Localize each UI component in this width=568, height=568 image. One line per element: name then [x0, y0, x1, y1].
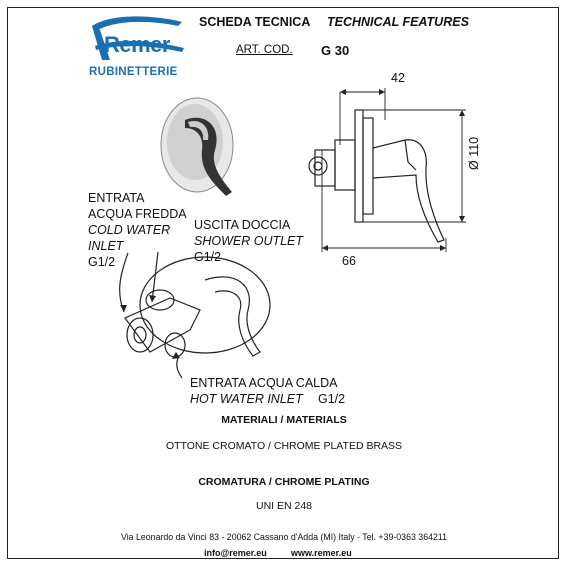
- dimension-arrows: [322, 89, 465, 251]
- dimension-66: 66: [342, 254, 356, 268]
- footer-email[interactable]: info@remer.eu: [204, 548, 267, 558]
- cold-water-size: G1/2: [88, 255, 116, 269]
- hot-water-size: G1/2: [318, 392, 346, 406]
- plating-title: CROMATURA / CHROME PLATING: [198, 476, 370, 488]
- cold-water-it-1: ENTRATA: [88, 191, 145, 205]
- cold-water-en-1: COLD WATER: [88, 223, 171, 237]
- perspective-drawing: [119, 251, 271, 379]
- materials-title: MATERIALI / MATERIALS: [221, 414, 347, 426]
- callout-arrows: [120, 295, 180, 359]
- footer-address: Via Leonardo da Vinci 83 - 20062 Cassano…: [121, 532, 447, 542]
- footer-website[interactable]: www.remer.eu: [291, 548, 352, 558]
- dimension-42: 42: [391, 71, 405, 85]
- shower-outlet-en: SHOWER OUTLET: [194, 234, 304, 248]
- art-code-value: G 30: [321, 43, 350, 58]
- header-title-it: SCHEDA TECNICA: [199, 15, 311, 29]
- cold-water-it-2: ACQUA FREDDA: [88, 207, 187, 221]
- product-photo: [160, 97, 234, 196]
- remer-logo-mark: [92, 16, 184, 60]
- shower-outlet-it: USCITA DOCCIA: [194, 218, 291, 232]
- dimension-diameter: Ø 110: [467, 136, 481, 170]
- side-view-drawing: [308, 109, 445, 243]
- cold-water-en-2: INLET: [88, 239, 124, 253]
- plating-value: UNI EN 248: [255, 500, 313, 512]
- materials-value: OTTONE CROMATO / CHROME PLATED BRASS: [165, 440, 403, 452]
- shower-outlet-size: G1/2: [194, 250, 222, 264]
- brand-subtitle: RUBINETTERIE: [89, 66, 178, 78]
- dimension-lines: [321, 88, 466, 252]
- hot-water-it: ENTRATA ACQUA CALDA: [190, 376, 338, 390]
- page-frame: [7, 7, 559, 559]
- header-title-en: TECHNICAL FEATURES: [327, 15, 469, 29]
- brand-name: Remer: [104, 32, 170, 57]
- art-code-label: ART. COD.: [236, 44, 293, 56]
- hot-water-en: HOT WATER INLET: [190, 392, 303, 406]
